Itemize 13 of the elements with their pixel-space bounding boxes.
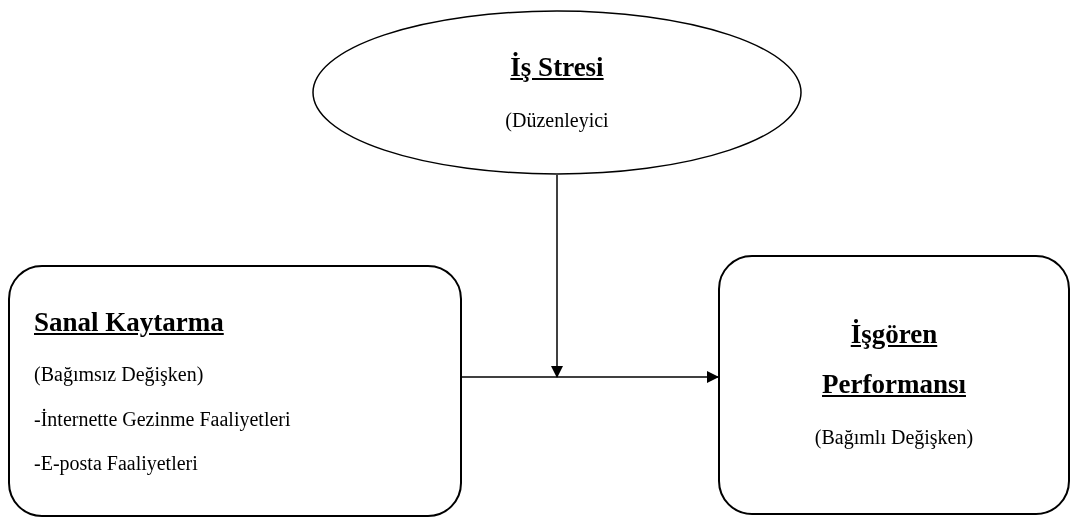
variable-label: -İnternette Gezinme Faaliyetleri xyxy=(34,407,291,433)
arrow xyxy=(551,174,563,378)
variable-heading: İşgören Performansı xyxy=(821,318,967,401)
variable-heading: İş Stresi xyxy=(510,50,604,84)
variable-box xyxy=(718,255,1070,515)
variable-label: (Bağımlı Değişken) xyxy=(814,425,974,451)
variable-heading: Sanal Kaytarma xyxy=(34,306,224,339)
variable-label: (Bağımsız Değişken) xyxy=(34,362,204,388)
moderator-ellipse xyxy=(312,10,802,175)
arrow xyxy=(461,371,719,383)
variable-label: (Düzenleyici xyxy=(505,107,609,134)
variable-label: -E-posta Faaliyetleri xyxy=(34,451,198,477)
variable-box xyxy=(8,265,462,517)
